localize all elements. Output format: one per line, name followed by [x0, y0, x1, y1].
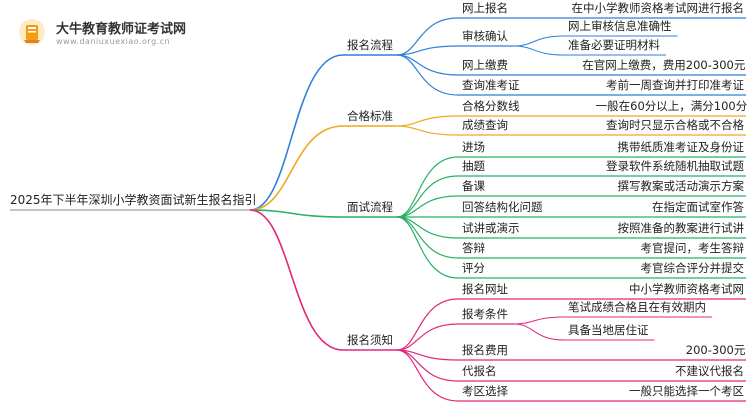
item-connector	[396, 125, 459, 136]
item-label: 网上报名	[462, 1, 508, 15]
branch-connector	[249, 209, 344, 218]
root-topic: 2025年下半年深圳小学教资面试新生报名指引	[10, 193, 257, 207]
item-connector	[396, 17, 459, 56]
item-description: 考前一周查询并打印准考证	[606, 78, 744, 92]
item-connector	[396, 54, 459, 96]
item-connector	[396, 298, 459, 351]
item-description: 查询时只显示合格或不合格	[606, 118, 744, 132]
sub-item: 笔试成绩合格且在有效期内	[568, 300, 706, 314]
item-description: 中小学教师资格考试网	[629, 282, 744, 296]
item-description: 不建议代报名	[675, 364, 744, 378]
item-description: 在中小学教师资格考试网进行报名	[571, 1, 745, 15]
item-label: 网上缴费	[462, 58, 508, 72]
item-description: 携带纸质准考证及身份证	[617, 140, 745, 154]
item-connector	[396, 115, 459, 127]
item-label: 备课	[462, 179, 485, 193]
item-description: 考官提问，考生答辩	[640, 241, 745, 255]
item-label: 答辩	[462, 241, 485, 255]
item-label: 合格分数线	[462, 99, 520, 113]
sub-connector	[513, 323, 565, 341]
item-connector	[396, 45, 459, 56]
section-title: 面试流程	[347, 200, 393, 214]
book-logo-icon	[19, 19, 45, 45]
item-label: 评分	[462, 261, 485, 275]
sub-item: 网上审核信息准确性	[568, 19, 672, 33]
item-label: 抽题	[462, 159, 485, 173]
item-description: 在指定面试室作答	[652, 200, 744, 214]
branch-connector	[249, 125, 344, 211]
item-description: 按照准备的教案进行试讲	[617, 221, 745, 235]
item-description: 在官网上缴费，费用200-300元	[582, 58, 746, 72]
item-label: 报名网址	[462, 282, 508, 296]
item-connector	[396, 349, 459, 402]
item-connector	[396, 349, 459, 382]
sub-item: 准备必要证明材料	[568, 38, 660, 52]
item-label: 考区选择	[462, 384, 508, 398]
section-title: 报名流程	[347, 38, 393, 52]
sub-connector	[513, 316, 565, 325]
item-connector	[396, 175, 459, 218]
sub-item: 具备当地居住证	[568, 323, 649, 337]
sub-connector	[513, 35, 565, 47]
item-label: 试讲或演示	[462, 221, 520, 235]
item-label: 报名费用	[462, 343, 508, 357]
item-connector	[396, 349, 459, 361]
branch-connector	[249, 54, 344, 211]
item-description: 登录软件系统随机抽取试题	[606, 159, 744, 173]
item-label: 报考条件	[462, 307, 508, 321]
item-label: 审核确认	[462, 29, 508, 43]
item-connector	[396, 216, 459, 279]
item-description: 一般只能选择一个考区	[629, 384, 744, 398]
item-label: 回答结构化问题	[462, 200, 543, 214]
item-connector	[396, 323, 459, 351]
item-description: 一般在60分以上，满分100分	[595, 99, 748, 113]
section-title: 合格标准	[347, 109, 393, 123]
item-label: 进场	[462, 140, 485, 154]
item-description: 考官综合评分并提交	[640, 261, 745, 275]
section-title: 报名须知	[347, 333, 393, 347]
site-logo: 大牛教育教师证考试网 www.daniuxuexiao.org.cn	[8, 10, 228, 52]
item-label: 代报名	[462, 364, 497, 378]
item-connector	[396, 156, 459, 218]
logo-title: 大牛教育教师证考试网	[56, 22, 187, 37]
item-description: 撰写教案或活动演示方案	[617, 179, 745, 193]
item-label: 成绩查询	[462, 118, 508, 132]
branch-connector	[249, 209, 344, 351]
sub-connector	[513, 45, 565, 56]
item-description: 200-300元	[685, 343, 746, 357]
item-label: 查询准考证	[462, 78, 520, 92]
logo-url: www.daniuxuexiao.org.cn	[56, 37, 171, 46]
